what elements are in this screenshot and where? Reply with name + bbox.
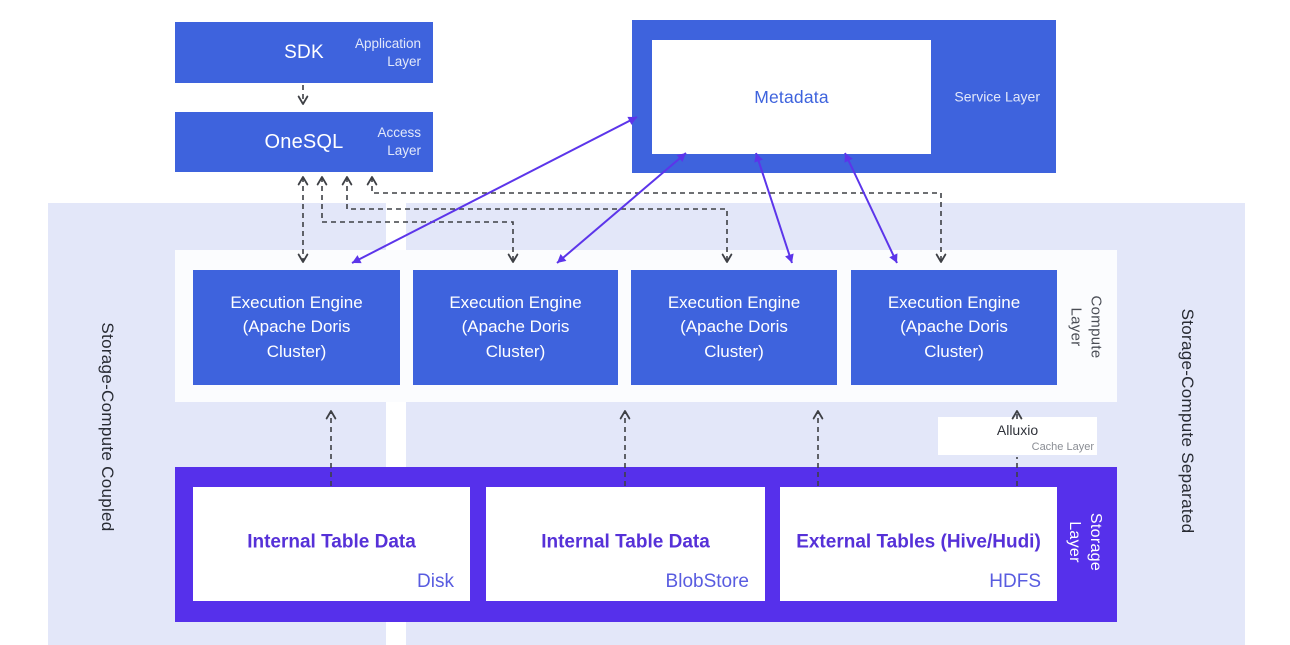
execution-engine-3: Execution Engine (Apache Doris Cluster): [631, 270, 837, 385]
compute-layer-label: Compute Layer: [1068, 295, 1105, 359]
storage-item-backend: BlobStore: [665, 571, 749, 592]
execution-engine-2: Execution Engine (Apache Doris Cluster): [413, 270, 618, 385]
storage-item-internal-blobstore: Internal Table Data BlobStore: [486, 487, 765, 601]
onesql-label: OneSQL: [264, 130, 344, 153]
cache-layer-label: Cache Layer: [1031, 441, 1094, 453]
metadata-label: Metadata: [754, 86, 829, 107]
storage-compute-coupled-label: Storage-Compute Coupled: [98, 322, 117, 532]
sdk-label: SDK: [284, 41, 324, 63]
application-layer-box: SDK Application Layer: [175, 22, 433, 83]
storage-item-title: External Tables (Hive/Hudi): [796, 531, 1041, 553]
application-layer-label: Application Layer: [354, 35, 421, 69]
storage-item-title: Internal Table Data: [541, 531, 710, 553]
metadata-box: Metadata: [652, 40, 931, 154]
service-layer-label: Service Layer: [954, 88, 1040, 105]
storage-layer-label: Storage Layer: [1066, 512, 1104, 572]
alluxio-cache-box: Alluxio Cache Layer: [938, 417, 1097, 455]
access-layer-label: Access Layer: [377, 124, 421, 158]
execution-engine-4: Execution Engine (Apache Doris Cluster): [851, 270, 1057, 385]
access-layer-box: OneSQL Access Layer: [175, 112, 433, 172]
storage-item-backend: HDFS: [989, 571, 1041, 592]
storage-item-external-hdfs: External Tables (Hive/Hudi) HDFS: [780, 487, 1057, 601]
storage-item-internal-disk: Internal Table Data Disk: [193, 487, 470, 601]
alluxio-label: Alluxio: [996, 422, 1039, 438]
storage-compute-separated-label: Storage-Compute Separated: [1178, 308, 1197, 534]
storage-item-backend: Disk: [417, 571, 454, 592]
execution-engine-1: Execution Engine (Apache Doris Cluster): [193, 270, 400, 385]
storage-item-title: Internal Table Data: [247, 531, 416, 553]
